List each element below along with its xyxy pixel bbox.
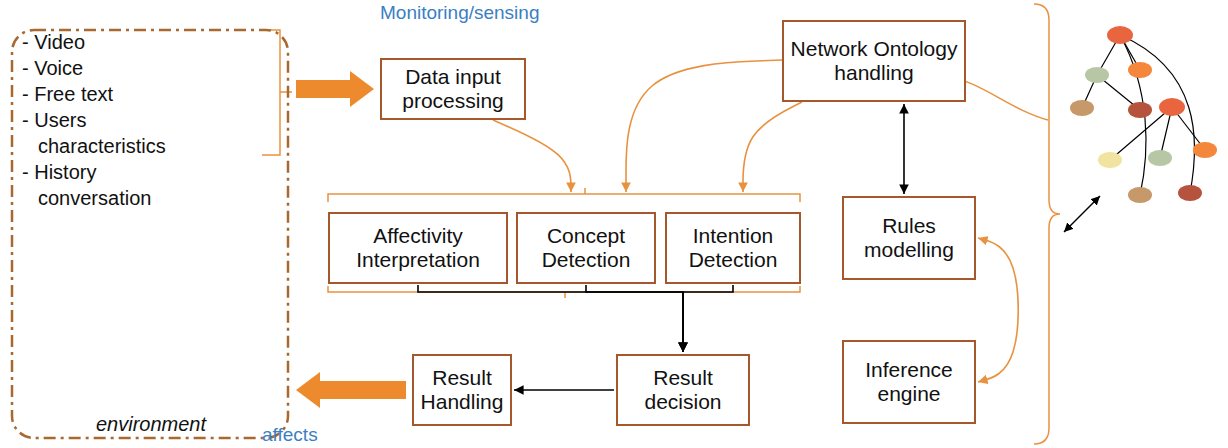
process-box: Concept Detection [516,212,656,284]
graph-node [1148,150,1172,166]
ontology-brace [1034,4,1060,444]
input-item: - Users characteristics [22,107,192,159]
graph-node [1193,142,1217,158]
graph-node [1107,26,1133,44]
graph-edge [1082,35,1205,160]
process-box: Network Ontology handling [782,20,966,102]
graph-node [1085,67,1109,83]
block-arrow [296,71,374,107]
flow-arrow [683,285,733,352]
input-item: - Video [22,29,192,55]
input-item: - Free text [22,81,192,107]
flow-arrow [586,285,683,352]
flow-arrow [743,102,802,192]
double-arrow [1064,196,1100,232]
process-box: Result decision [616,354,750,426]
input-item: - Voice [22,55,192,81]
graph-node [1178,185,1202,201]
box-label: Inference engine [850,358,968,406]
box-label: Affectivity Interpretation [336,224,500,272]
box-label: Intention Detection [673,224,793,272]
flow-arrow [418,285,683,352]
process-box: Inference engine [842,340,976,424]
flow-arrow [903,104,905,194]
graph-edge [1097,35,1195,195]
box-label: Result decision [624,366,742,414]
process-box: Rules modelling [842,196,976,280]
flow-label: Monitoring/sensing [380,2,539,24]
graph-node [1128,102,1152,118]
flow-arrow [626,60,782,192]
input-item: - History conversation [22,159,192,211]
box-label: Concept Detection [524,224,648,272]
box-label: Data input processing [388,65,518,113]
flow-label: affects [262,424,318,446]
environment-region: - Video- Voice- Free text- Users charact… [10,28,290,440]
process-box: Data input processing [380,58,526,120]
flow-arrow [493,120,571,192]
graph-node [1128,187,1152,203]
box-label: Result Handling [420,366,504,414]
process-box: Result Handling [412,354,512,426]
box-label: Rules modelling [850,214,968,262]
graph-node [1159,98,1185,116]
process-box: Intention Detection [665,212,801,284]
flow-arrow [978,238,1018,382]
graph-node [1070,100,1094,116]
block-arrow [296,372,406,408]
region-outline [12,30,288,438]
graph-node [1098,152,1122,168]
graph-node [1128,62,1152,78]
box-label: Network Ontology handling [790,37,958,85]
group-bracket [328,188,800,202]
flow-arrow [514,389,614,391]
region-caption: environment [96,412,206,436]
process-box: Affectivity Interpretation [328,212,508,284]
ontology-graph [1070,26,1217,203]
